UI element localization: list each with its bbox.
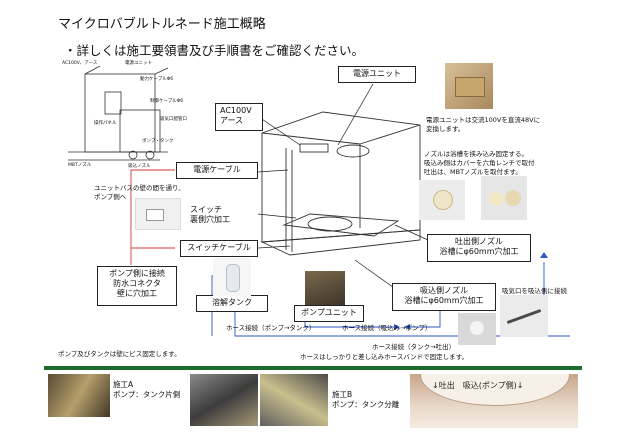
switch-photo: [135, 198, 181, 230]
wall-route-line: [130, 169, 175, 265]
bath-unit-outline: [260, 111, 421, 256]
intake-note: 吸気口を吸込側に接続: [502, 287, 567, 295]
page-subtitle: ・詳しくは施工要領書及び手順書をご確認ください。: [64, 43, 365, 58]
small-label-mbt: MBTノズル: [68, 163, 92, 168]
small-label-ac: AC100V、アース: [62, 61, 98, 66]
hose-suction-pump-note: ホース接続（吸込み→ポンプ）: [342, 324, 432, 332]
small-label-control-cable: 制御ケーブルΦ6: [150, 99, 184, 104]
nozzle-note: ノズルは浴槽を挟み込み固定する。吸込み側はカバーを六角レンチで取付吐出は、MBT…: [424, 150, 535, 176]
hose-arrows: [394, 252, 548, 330]
switch-label: スイッチ裏側穴加工: [186, 203, 252, 230]
pump-connect-box: ポンプ側に接続防水コネクタ壁に穴加工: [97, 266, 177, 306]
small-label-pump-tank: ポンプ・タンク: [142, 139, 174, 144]
callout-lines: [236, 83, 429, 306]
hose-band-note: ホースはしっかりと差し込みホースバンドで固定します。: [300, 353, 469, 361]
pump-unit-photo: [305, 271, 345, 305]
power-unit-photo: [445, 63, 493, 109]
power-cable-box: 電源ケーブル: [176, 162, 258, 179]
hose-pump-tank-note: ホース接続（ポンプ→タンク）: [226, 324, 316, 332]
power-unit-note: 電源ユニットは交流100Vを直流48Vに変換します。: [426, 116, 541, 133]
suction-photo: [458, 313, 496, 345]
case-b-photo-1: [190, 374, 258, 426]
tank-photo: [213, 258, 251, 296]
small-label-suction: 吸込ノズル: [128, 164, 151, 169]
case-b-photo-2: [260, 374, 328, 426]
suction-nozzle-box: 吸込側ノズル浴槽にφ60mm穴加工: [392, 283, 496, 311]
pump-unit-box: ポンプユニット: [294, 305, 364, 322]
tub-label: ↓吐出 吸込(ポンプ側)↓: [432, 381, 524, 390]
switch-cable-box: スイッチケーブル: [180, 240, 258, 257]
small-schematic: [68, 65, 169, 161]
hose-tank-discharge-note: ホース接続（タンク→吐出）: [372, 343, 456, 351]
screw-fix-note: ポンプ及びタンクは壁にビス固定します。: [58, 350, 181, 358]
tub-photo: ↓吐出 吸込(ポンプ側)↓: [410, 374, 578, 428]
page-title: マイクロバブルトルネード施工概略: [58, 17, 266, 32]
discharge-nozzle-box: 吐出側ノズル浴槽にφ60mm穴加工: [427, 234, 531, 262]
small-label-power-unit: 電源ユニット: [125, 61, 152, 66]
small-label-power-cable: 動力ケーブルΦ6: [140, 77, 174, 82]
case-a-photo: [48, 374, 110, 417]
nozzle-photo-1: [419, 180, 465, 220]
accent-bar: [44, 366, 582, 370]
nozzle-photo-2: [481, 176, 527, 220]
small-label-intake: 吸気口配管口: [160, 117, 187, 122]
dissolve-tank-box: 溶解タンク: [196, 295, 268, 312]
power-unit-box: 電源ユニット: [338, 66, 416, 83]
small-label-panel: 操作パネル: [94, 121, 117, 126]
intake-photo: [500, 295, 548, 337]
wall-route-note: ユニットバスの壁の間を通り、ポンプ側へ: [94, 184, 185, 201]
